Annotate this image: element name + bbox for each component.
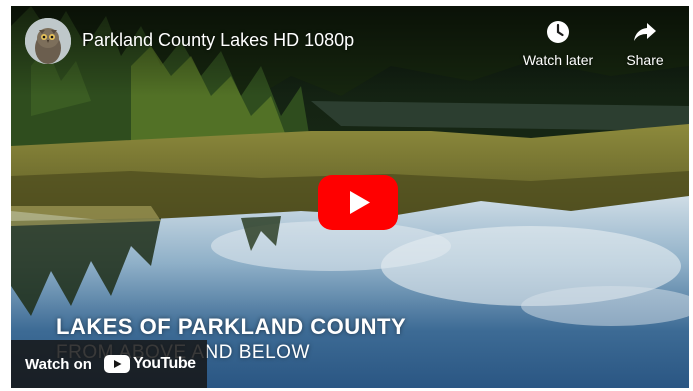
- play-button[interactable]: [318, 175, 398, 230]
- video-player[interactable]: Parkland County Lakes HD 1080p Watch lat…: [11, 6, 689, 388]
- share-button[interactable]: Share: [605, 20, 685, 68]
- video-title[interactable]: Parkland County Lakes HD 1080p: [82, 30, 355, 50]
- owl-avatar-icon: [25, 18, 71, 64]
- watch-on-label: Watch on: [25, 355, 92, 373]
- video-caption-title: LAKES OF PARKLAND COUNTY: [56, 314, 407, 339]
- watch-later-button[interactable]: Watch later: [513, 20, 603, 68]
- channel-avatar[interactable]: [25, 18, 71, 64]
- top-gradient: [11, 6, 689, 96]
- play-icon: [318, 175, 398, 230]
- youtube-logo: YouTube: [103, 355, 196, 373]
- share-label: Share: [626, 52, 664, 68]
- clock-icon: [547, 21, 569, 43]
- watch-on-youtube-button[interactable]: Watch on YouTube: [11, 340, 207, 388]
- youtube-wordmark: YouTube: [132, 355, 196, 372]
- youtube-logo-icon: [103, 355, 130, 373]
- share-arrow-icon: [634, 23, 656, 41]
- watch-later-label: Watch later: [522, 52, 594, 68]
